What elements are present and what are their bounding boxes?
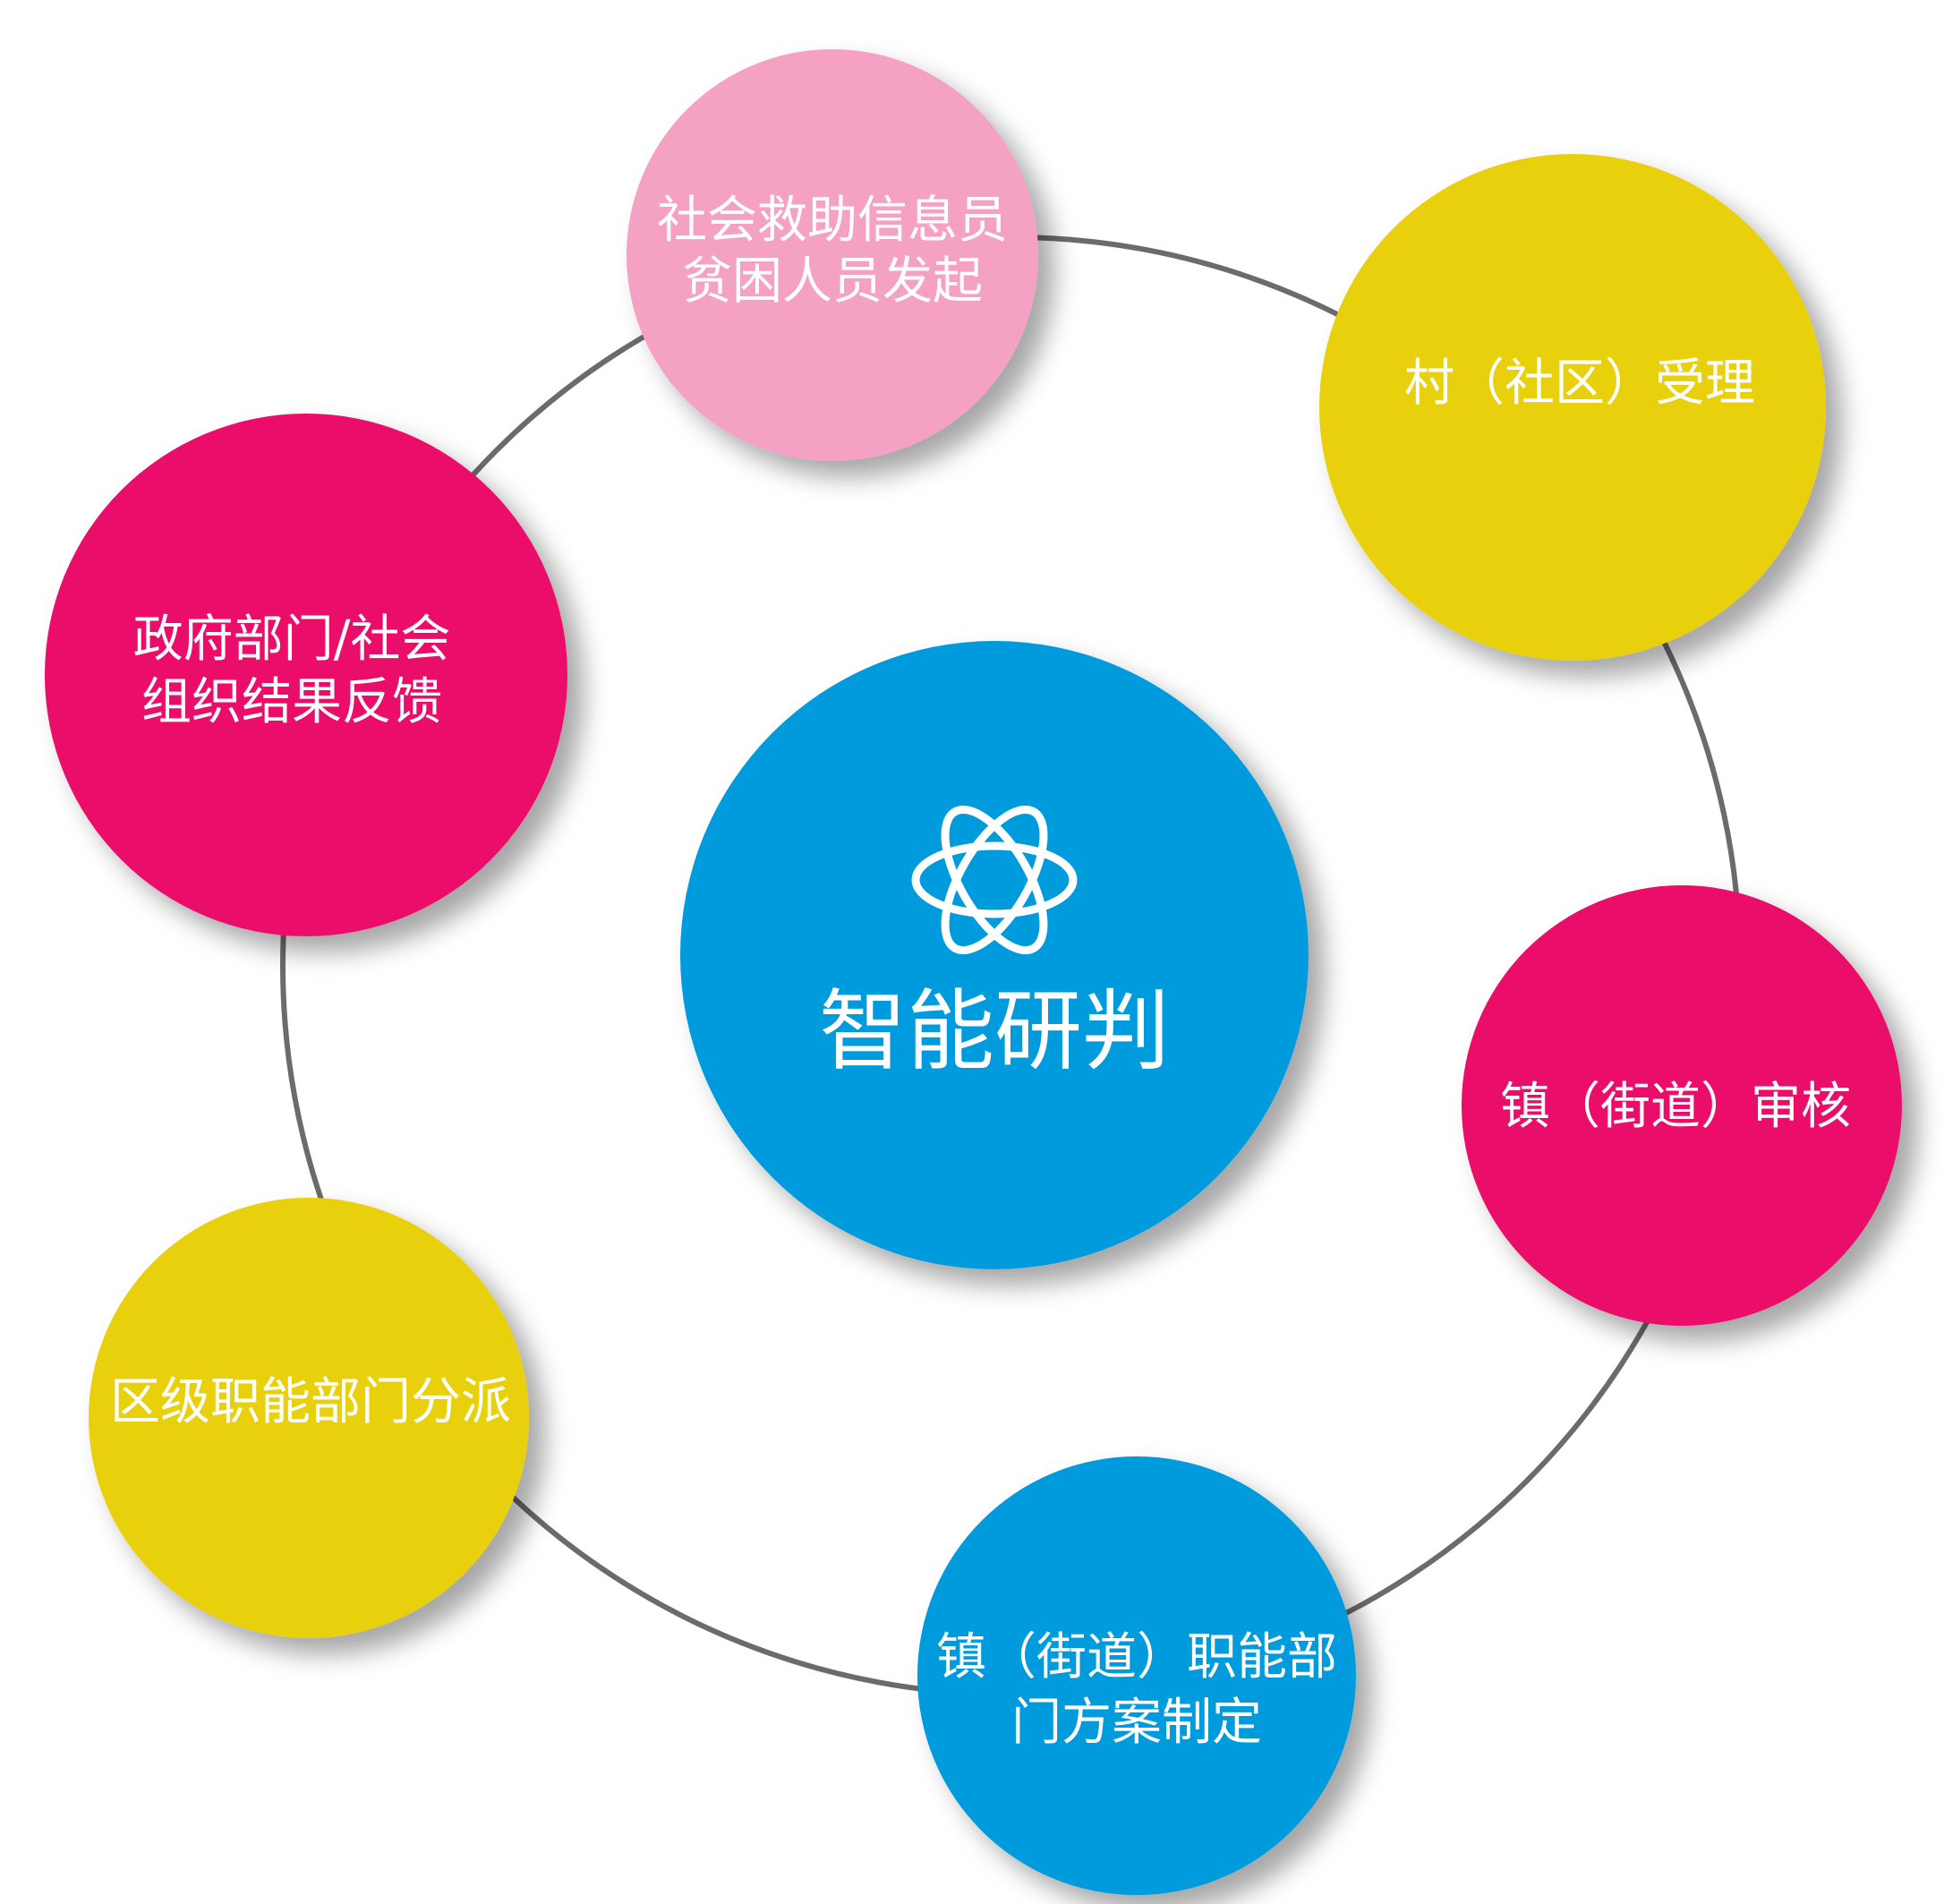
node-circle xyxy=(627,49,1038,461)
node-label-line: 门方案制定 xyxy=(1011,1694,1262,1752)
center-label: 智能研判 xyxy=(819,981,1170,1083)
node-label-line: 贫困人员发起 xyxy=(682,252,983,311)
node-2: 村（社区）受理 xyxy=(1319,154,1826,661)
node-label-line: 政府部门/社会 xyxy=(133,610,451,669)
node-4: 镇（街道）职能部 门方案制定 xyxy=(917,1456,1356,1895)
node-label-line: 村（社区）受理 xyxy=(1404,354,1755,413)
node-circle xyxy=(89,1198,529,1638)
node-label-line: 社会救助信息员 xyxy=(657,192,1008,250)
node-label-line: 区级职能部门分派 xyxy=(110,1373,511,1431)
node-circle xyxy=(917,1456,1356,1895)
node-circle xyxy=(1462,885,1902,1326)
node-label-line: 镇（街道）审核 xyxy=(1500,1078,1851,1136)
center-node: 智能研判 xyxy=(680,641,1309,1269)
node-6: 政府部门/社会 组织结果反馈 xyxy=(45,414,567,936)
node-1: 社会救助信息员 贫困人员发起 xyxy=(627,49,1038,461)
center-circle xyxy=(680,641,1309,1269)
node-label-line: 组织结果反馈 xyxy=(141,673,442,731)
node-3: 镇（街道）审核 xyxy=(1462,885,1902,1326)
node-label-line: 镇（街道）职能部 xyxy=(936,1628,1337,1686)
node-circle xyxy=(45,414,567,936)
atom-icon xyxy=(911,805,1078,955)
node-circle xyxy=(1319,154,1826,661)
node-5: 区级职能部门分派 xyxy=(89,1198,529,1638)
